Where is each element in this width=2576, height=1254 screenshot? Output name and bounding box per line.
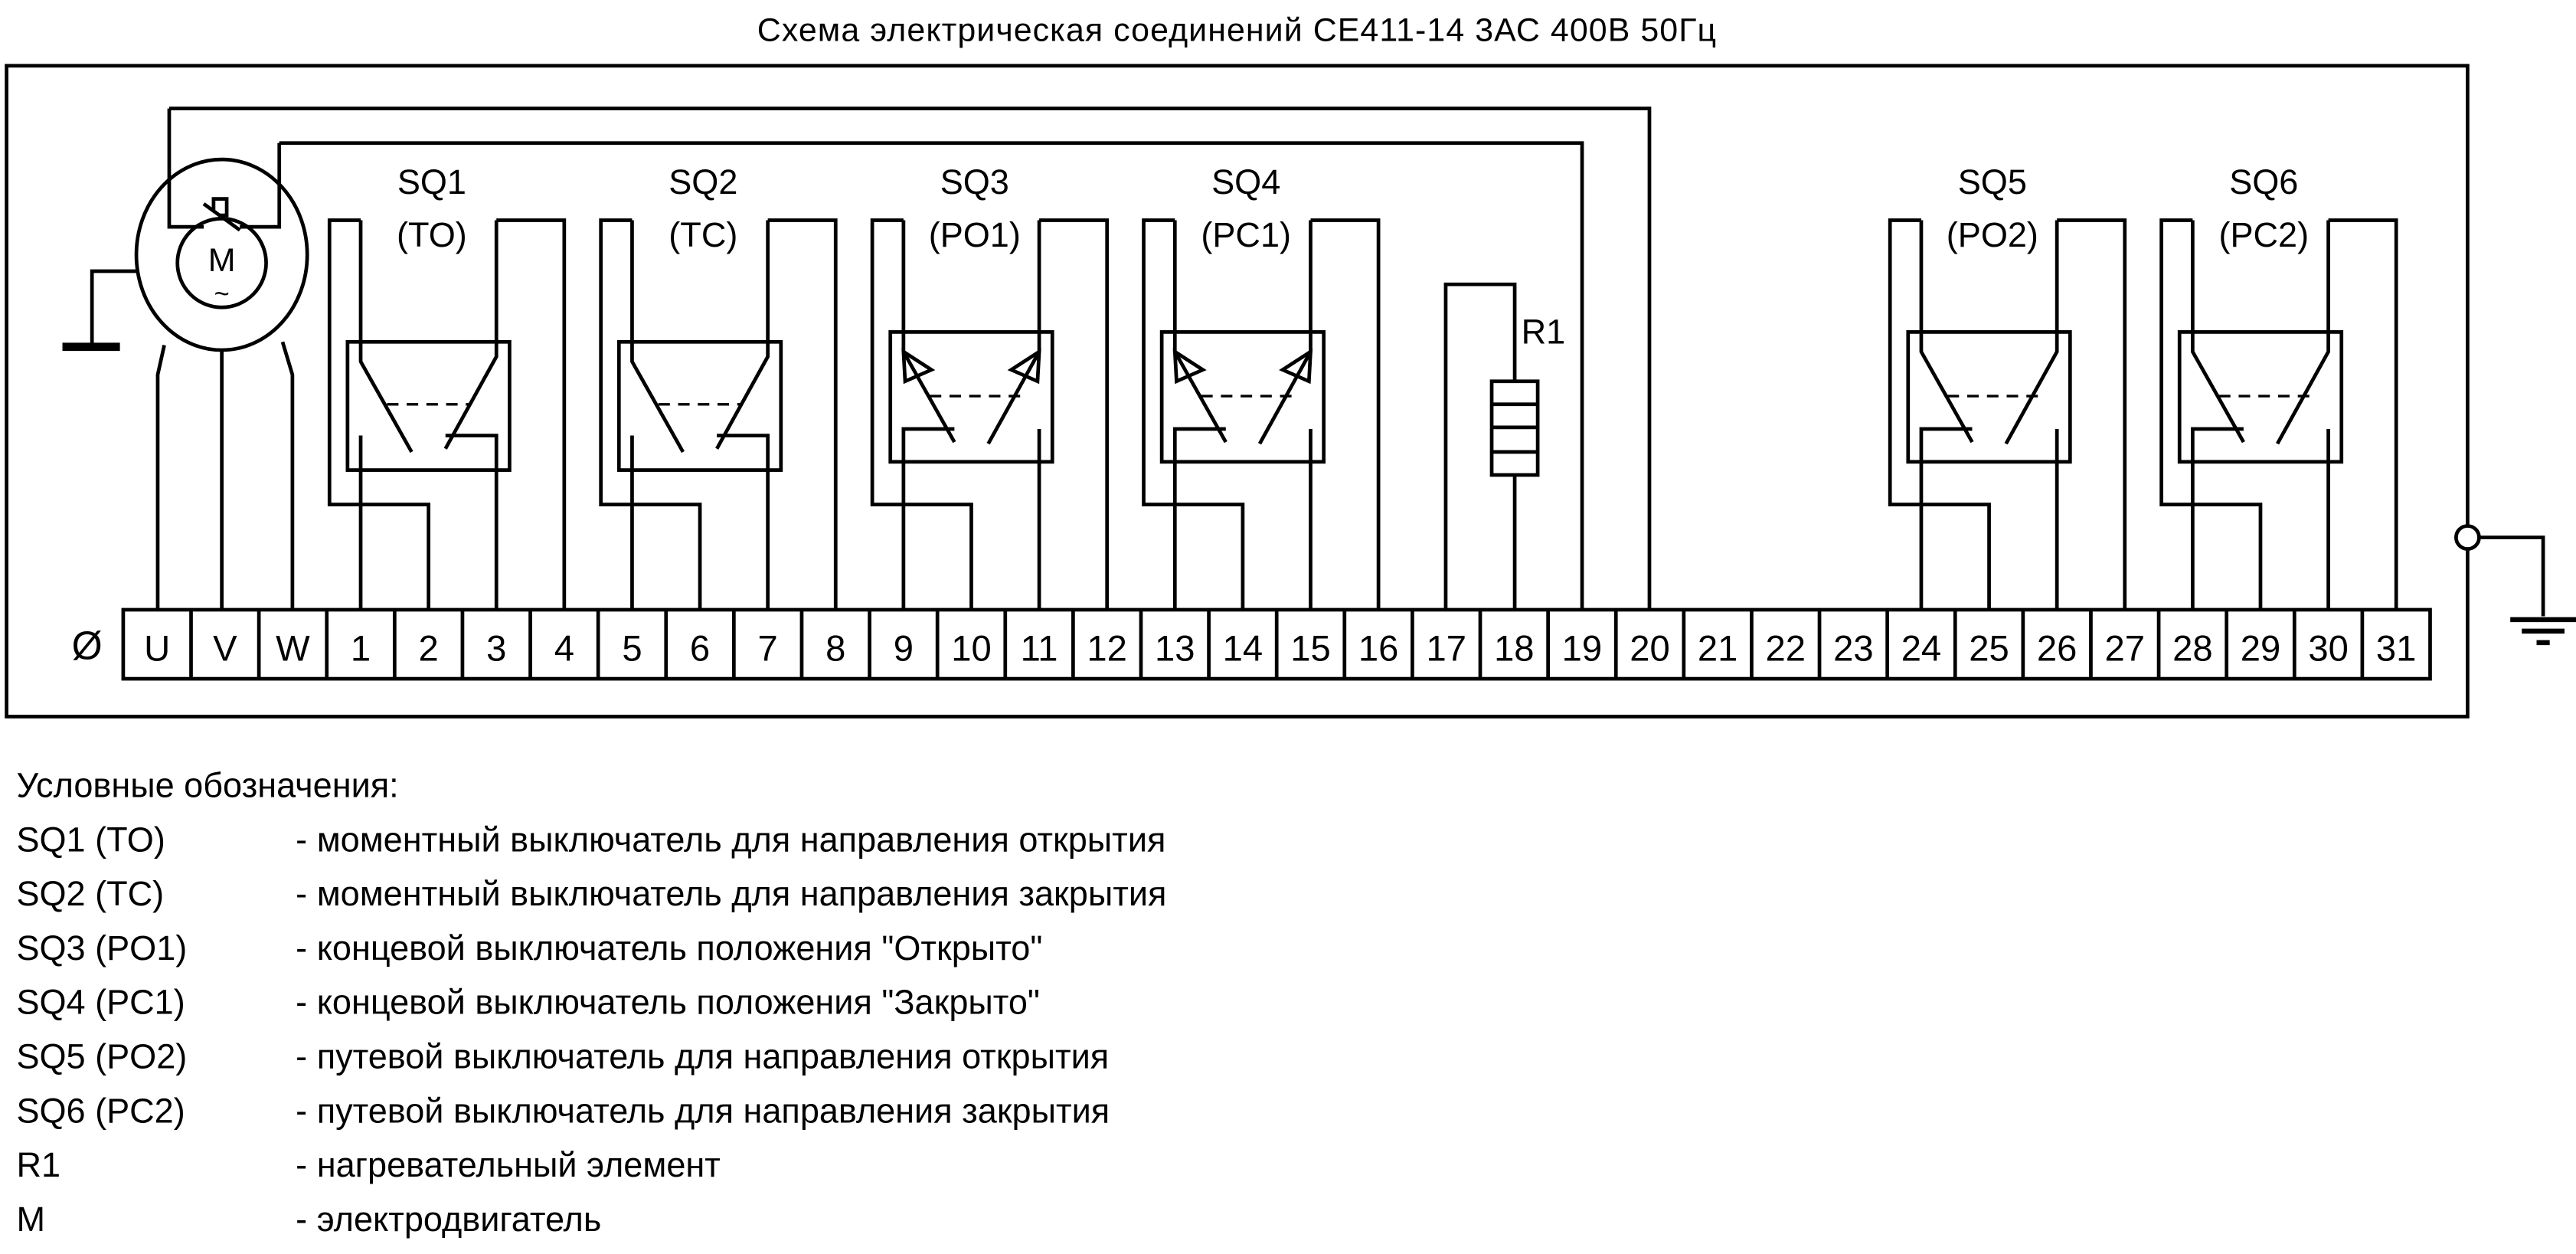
switch-housing — [616, 339, 783, 472]
terminal-28: 28 — [2172, 628, 2213, 669]
enclosure-frame — [5, 64, 2470, 719]
terminal-2: 2 — [419, 628, 439, 669]
terminal-11: 11 — [1021, 628, 1058, 669]
legend-description: - концевой выключатель положения "Закрыт… — [296, 983, 1040, 1022]
terminal-21: 21 — [1698, 628, 1737, 669]
wire-thermal-20 — [168, 106, 1652, 610]
terminal-8: 8 — [825, 628, 845, 669]
switch-housing — [888, 330, 1054, 464]
switch-contacts — [630, 220, 770, 610]
motor-leads — [155, 341, 295, 610]
switches: SQ1(TO)SQ2(TC)SQ3(PO1)SQ4(PC1)SQ5(PO2)SQ… — [327, 162, 2398, 610]
switch-contacts — [358, 220, 499, 610]
switch-sq2: SQ2 (TC) — [599, 162, 838, 610]
switch-sq5: SQ5 (PO2) — [1888, 162, 2127, 610]
terminal-26: 26 — [2037, 628, 2077, 669]
switch-housing — [1906, 330, 2072, 464]
terminal-5: 5 — [622, 628, 642, 669]
switch-sq3: SQ3 (PO1) — [870, 162, 1110, 610]
terminal-16: 16 — [1358, 628, 1399, 669]
motor-ac-symbol: ~ — [214, 280, 230, 309]
terminal-18: 18 — [1494, 628, 1535, 669]
legend-key: SQ2 (TC) — [16, 874, 164, 913]
motor-ground-wire — [90, 269, 137, 345]
terminal-19: 19 — [1562, 628, 1603, 669]
legend-key: R1 — [16, 1145, 60, 1184]
terminal-6: 6 — [690, 628, 710, 669]
legend-description: - нагревательный элемент — [296, 1145, 721, 1184]
enclosure-ground — [2454, 524, 2576, 646]
legend: Условные обозначения: SQ1 (TO) - моментны… — [16, 766, 1166, 1239]
switch-code: (PO2) — [1947, 215, 2038, 254]
legend-key: SQ4 (PC1) — [16, 983, 185, 1022]
terminal-25: 25 — [1969, 628, 2009, 669]
switch-sq4: SQ4 (PC1) — [1142, 162, 1381, 610]
switch-name: SQ2 — [669, 162, 737, 201]
switch-code: (TC) — [669, 215, 737, 254]
legend-key: SQ6 (PC2) — [16, 1091, 185, 1130]
terminal-9: 9 — [894, 628, 914, 669]
terminal-12: 12 — [1087, 628, 1127, 669]
resistor-label: R1 — [1522, 312, 1566, 351]
terminal-3: 3 — [486, 628, 506, 669]
terminal-prefix-symbol: Ø — [72, 623, 103, 667]
terminal-20: 20 — [1630, 628, 1670, 669]
terminal-10: 10 — [951, 628, 992, 669]
legend-description: - путевой выключатель для направления от… — [296, 1037, 1109, 1076]
position-actuator-icon — [1172, 348, 1313, 385]
terminal-7: 7 — [758, 628, 778, 669]
switch-contacts — [2191, 220, 2330, 610]
motor: M ~ — [62, 108, 309, 352]
motor-label: M — [208, 242, 236, 279]
switch-code: (PC2) — [2218, 215, 2309, 254]
terminal-24: 24 — [1901, 628, 1941, 669]
switch-code: (TO) — [397, 215, 467, 254]
legend-description: - путевой выключатель для направления за… — [296, 1091, 1110, 1130]
terminal-15: 15 — [1290, 628, 1331, 669]
wire-thermal-19 — [279, 141, 1584, 610]
legend-key: SQ3 (PO1) — [16, 928, 187, 968]
diagram-title: Схема электрическая соединений СЕ411-14 … — [757, 12, 1717, 49]
legend-heading: Условные обозначения: — [16, 766, 398, 805]
terminal-W: W — [276, 628, 310, 669]
terminal-1: 1 — [351, 628, 371, 669]
switch-housing — [345, 339, 512, 472]
legend-description: - электродвигатель — [296, 1200, 601, 1239]
terminal-23: 23 — [1833, 628, 1873, 669]
resistor-r1: R1 — [1443, 282, 1566, 610]
thermal-protector-icon — [167, 108, 282, 232]
switch-sq6: SQ6 (PC2) — [2159, 162, 2398, 610]
legend-description: - концевой выключатель положения "Открыт… — [296, 928, 1042, 968]
terminal-27: 27 — [2105, 628, 2146, 669]
switch-sq1: SQ1 (TO) — [327, 162, 567, 610]
terminal-29: 29 — [2241, 628, 2281, 669]
legend-description: - моментный выключатель для направления … — [296, 874, 1166, 913]
terminal-14: 14 — [1223, 628, 1263, 669]
switch-name: SQ6 — [2229, 162, 2298, 201]
terminal-U: U — [144, 628, 170, 669]
switch-name: SQ5 — [1958, 162, 2027, 201]
switch-housing — [1159, 330, 1326, 464]
switch-name: SQ1 — [397, 162, 466, 201]
legend-description: - моментный выключатель для направления … — [296, 820, 1165, 859]
legend-key: SQ5 (PO2) — [16, 1037, 187, 1076]
terminal-V: V — [213, 628, 237, 669]
terminal-4: 4 — [554, 628, 574, 669]
terminal-22: 22 — [1765, 628, 1805, 669]
terminal-13: 13 — [1155, 628, 1195, 669]
switch-housing — [2177, 330, 2344, 464]
legend-key: M — [16, 1200, 45, 1239]
position-actuator-icon — [901, 348, 1041, 385]
terminal-30: 30 — [2308, 628, 2349, 669]
switch-code: (PO1) — [929, 215, 1021, 254]
terminal-17: 17 — [1426, 628, 1466, 669]
terminal-31: 31 — [2376, 628, 2417, 669]
switch-contacts — [1919, 220, 2059, 610]
switch-name: SQ3 — [940, 162, 1009, 201]
switch-code: (PC1) — [1201, 215, 1291, 254]
legend-key: SQ1 (TO) — [16, 820, 165, 859]
switch-name: SQ4 — [1211, 162, 1280, 201]
